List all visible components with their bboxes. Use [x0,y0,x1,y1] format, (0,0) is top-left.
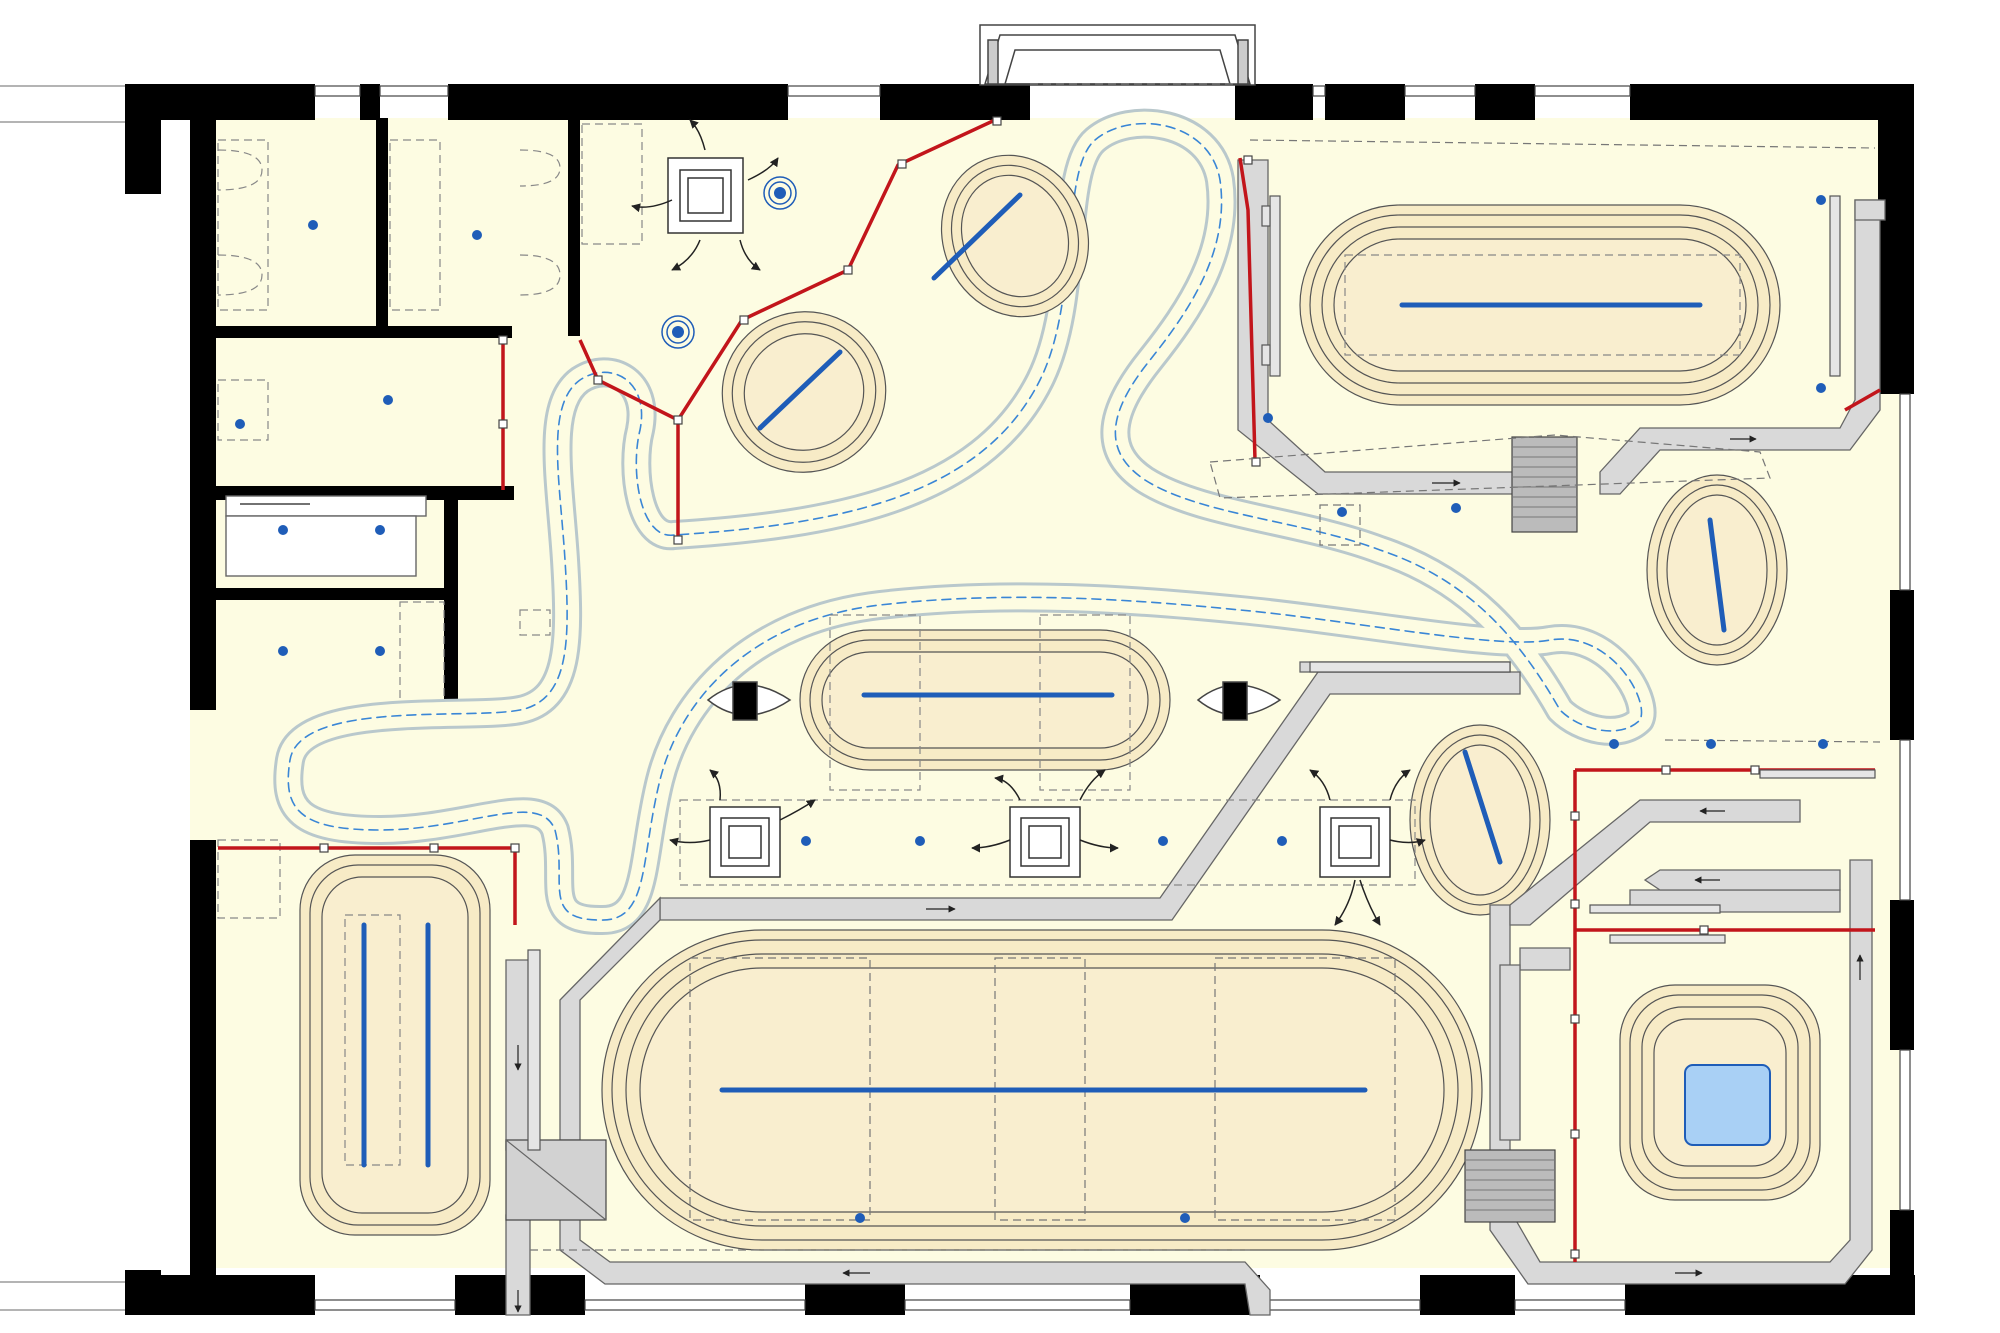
ceiling-panel-middle [799,614,1171,791]
ceiling-track [273,108,1657,935]
ceiling-panel-left [299,854,491,1236]
wall-top-2 [360,84,380,120]
ceiling-light-icon [1158,836,1168,846]
ceiling-light-icon [1706,739,1716,749]
ceiling-light-icon [472,230,482,240]
exterior-left-lines [0,85,125,1311]
ceiling-light-lines [361,192,1727,1168]
light-line-ellipse-2 [757,349,843,431]
speakers [661,176,797,349]
partition-3 [216,326,512,338]
wall-top-6 [1325,84,1405,120]
duct-right-mid-3 [1643,869,1841,891]
ceiling-ellipse-2 [721,311,887,473]
ceiling-light-icon [1277,836,1287,846]
wall-top-7 [1475,84,1535,120]
cable-junctions [319,116,1760,1259]
ahu-bottom [1464,1149,1556,1223]
diffuser-flow-arrows [631,119,1426,926]
partition-6 [216,588,452,600]
ceiling-light-icon [375,525,385,535]
ceiling-ellipse-4 [1409,724,1551,916]
wall-right-2 [1890,590,1914,740]
room-solid-lines [225,495,427,577]
ahu-top [1511,436,1578,533]
ceiling-light-icon [308,220,318,230]
ceiling-light-icon [1609,739,1619,749]
wall-bottom-5 [1420,1275,1515,1315]
duct-right-mid [1509,799,1801,926]
partition-7 [444,600,456,710]
ceiling-light-icon [278,525,288,535]
ceiling-lights [235,195,1828,1223]
ceiling-light-icon [278,646,288,656]
ceiling-light-icon [1337,507,1347,517]
speaker-icon [763,176,797,210]
duct-top-right-2 [1599,199,1881,495]
fan-coil-unit-icon [1196,681,1282,721]
speaker-icon [661,315,695,349]
ventilation-diffuser-icon [709,806,781,878]
ventilation-diffuser-icon [667,157,744,234]
ceiling-light-icon [1818,739,1828,749]
windows [314,85,1911,1311]
skylight [1684,1064,1771,1146]
light-line-ellipse-4 [1462,749,1503,865]
wall-top-8 [1630,84,1910,120]
light-line-ellipse-3 [1707,517,1727,633]
ceiling-light-icon [1816,195,1826,205]
duct-top-right-stub [1854,199,1886,221]
ceiling-light-icon [235,419,245,429]
wall-top-5 [1235,84,1313,120]
wall-top-4 [880,84,1020,120]
fan-coil-units [706,681,1282,721]
wall-top-3 [448,84,788,120]
air-ducts [505,159,1886,1316]
duct-middle [659,671,1521,921]
ceiling-light-icon [383,395,393,405]
ventilation-diffuser-icon [1319,806,1391,878]
ceiling-light-icon [375,646,385,656]
ceiling-light-icon [1816,383,1826,393]
wall-left-2 [190,120,216,710]
duct-right-vert [1519,947,1571,971]
wall-bottom-1 [125,1275,315,1315]
wall-left-1 [125,84,161,194]
ceiling-panel-skylight [1619,984,1821,1201]
ceiling-light-icon [1180,1213,1190,1223]
ceiling-panels [299,154,1821,1251]
ceiling-light-icon [801,836,811,846]
wall-right-1 [1878,84,1914,394]
dashed-zones [530,83,1881,1251]
ceiling-light-icon [1451,503,1461,513]
duct-bottom [559,1199,1271,1316]
air-handling-units [505,436,1578,1223]
ceiling-light-icon [1263,413,1273,423]
partition-1 [376,118,388,336]
room-outlines [217,123,643,919]
ventilation-diffusers [667,157,1391,878]
partition-2 [568,118,580,336]
ceiling-light-icon [855,1213,865,1223]
wall-right-3 [1890,900,1914,1050]
misc-fixtures [527,195,1876,1151]
ventilation-diffuser-icon [1009,806,1081,878]
wall-left-3 [190,840,216,1300]
ceiling-light-icon [915,836,925,846]
duct-right-vert-2 [1499,964,1521,1141]
light-line-ellipse-1 [931,192,1023,281]
airflow-arrows [514,435,1864,1313]
diffuser-dashed-frame [679,799,1416,886]
bay-window [979,24,1256,86]
fan-coil-unit-icon [706,681,792,721]
